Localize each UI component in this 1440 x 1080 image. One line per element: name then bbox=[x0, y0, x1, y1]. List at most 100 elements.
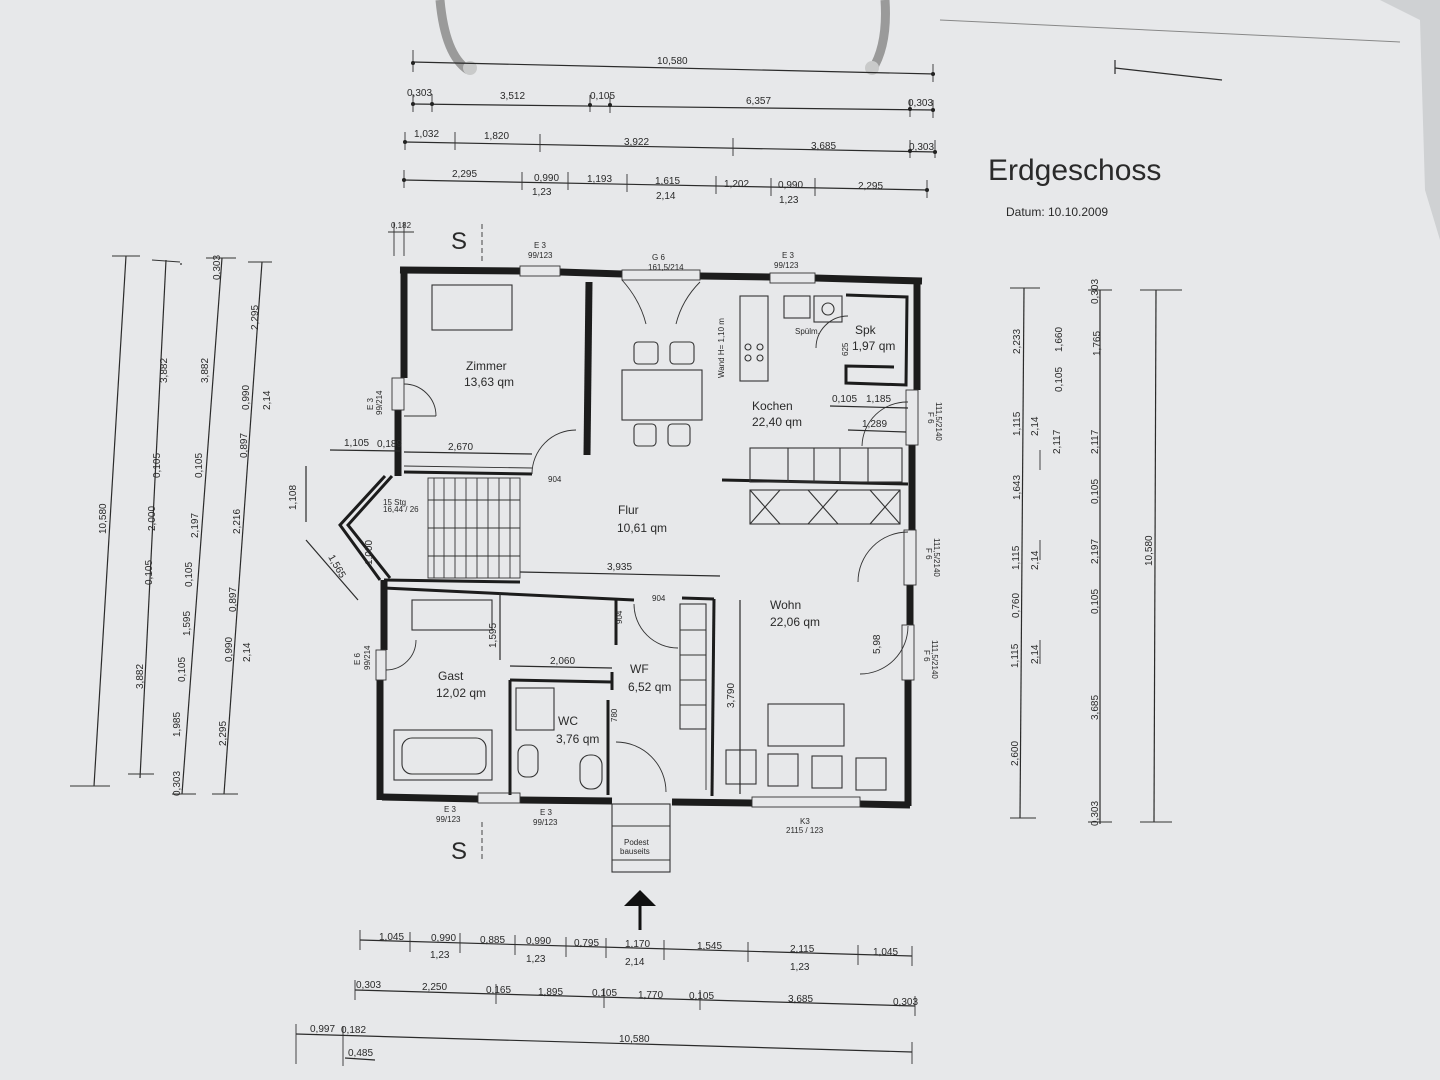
dimension-label: 111,5/2140 bbox=[932, 538, 941, 577]
dimension-label: 2,295 bbox=[250, 305, 261, 330]
punch-hole-right bbox=[865, 61, 879, 75]
door-swings bbox=[385, 279, 909, 793]
dimension-label: 1,770 bbox=[638, 990, 663, 1001]
dimension-label: 0,303 bbox=[1090, 279, 1101, 304]
dim-top-total: 10,580 bbox=[657, 56, 688, 67]
dimension-label: 0,990 bbox=[241, 385, 252, 410]
bed-zimmer bbox=[431, 284, 513, 331]
page-edge-shadow bbox=[1380, 0, 1440, 240]
page-edge-line bbox=[939, 19, 1401, 43]
dimension-label: 1,985 bbox=[172, 712, 183, 737]
dim-top-r4-g: 2,295 bbox=[858, 181, 883, 192]
podest-label: Podest bbox=[624, 838, 650, 847]
dim-top-r2-c: 0,105 bbox=[590, 91, 615, 102]
room-area-flur: 10,61 qm bbox=[617, 521, 667, 535]
dimension-label: 0,105 bbox=[194, 453, 205, 478]
chair bbox=[633, 341, 659, 365]
dimension-label: 3,790 bbox=[726, 683, 737, 708]
dimension-label: 0,105 bbox=[177, 657, 188, 682]
room-name-gast: Gast bbox=[438, 669, 464, 683]
dimension-label: 1,643 bbox=[1012, 475, 1023, 500]
dimension-label: 0,105 bbox=[689, 991, 714, 1002]
dim-top-r4-b: 0,990 bbox=[534, 173, 559, 184]
dimension-label: 1,045 bbox=[873, 947, 898, 958]
dimension-label: 2,233 bbox=[1012, 329, 1023, 354]
dimension-label: 1,545 bbox=[697, 941, 722, 952]
dim-top-r3-e: 0,303 bbox=[909, 142, 934, 153]
dimension-label: 99/214 bbox=[375, 390, 384, 415]
chair bbox=[667, 423, 691, 447]
dim-top-r4-e: 1,202 bbox=[724, 179, 749, 190]
dimension-label: 0,990 bbox=[224, 637, 235, 662]
room-name-spk: Spk bbox=[855, 323, 877, 337]
room-name-wf: WF bbox=[630, 662, 649, 676]
dim-top-r2-b: 3,512 bbox=[500, 91, 525, 102]
dimension-label: K3 bbox=[800, 817, 810, 826]
dimension-label: 0,189 bbox=[377, 439, 402, 450]
stair-ratio: 16,44 / 26 bbox=[383, 505, 419, 514]
opening-codes: E 3 99/123 G 6 161,5/214 E 3 99/123 E 3 … bbox=[353, 241, 943, 835]
dimension-label: 2,060 bbox=[550, 656, 575, 667]
dimension-label: 1,170 bbox=[625, 939, 650, 950]
room-area-wf: 6,52 qm bbox=[628, 680, 671, 694]
dimension-label: 904 bbox=[615, 610, 624, 624]
exterior-walls bbox=[338, 266, 923, 809]
dimension-label: 161,5/214 bbox=[648, 263, 684, 272]
dim-top-r2-a: 0,303 bbox=[407, 88, 432, 99]
dimension-label: 2,216 bbox=[232, 509, 243, 534]
dimension-label: 99/123 bbox=[436, 815, 461, 824]
dimension-label: 625 bbox=[841, 342, 850, 356]
dimension-label: S bbox=[451, 838, 467, 865]
dimension-label: 0,182 bbox=[341, 1025, 366, 1036]
dimension-label: 0,105 bbox=[144, 560, 155, 585]
dimension-label: E 3 bbox=[540, 808, 553, 817]
dimension-label: 2,14 bbox=[242, 642, 253, 662]
dimension-label: 10,580 bbox=[98, 503, 109, 534]
dimension-label: F 6 bbox=[926, 412, 935, 424]
dimension-label: 3,882 bbox=[159, 358, 170, 383]
room-name-zimmer: Zimmer bbox=[466, 359, 507, 373]
room-name-flur: Flur bbox=[618, 503, 639, 517]
dimension-label: 1,108 bbox=[288, 485, 299, 510]
dimension-label: 5,98 bbox=[872, 634, 883, 654]
dimension-label: 2,14 bbox=[1030, 644, 1041, 664]
dimension-label: 904 bbox=[652, 594, 666, 603]
dim-top-r3-d: 3,685 bbox=[811, 141, 836, 152]
dimension-label: 1,185 bbox=[866, 394, 891, 405]
dimension-label: 0,105 bbox=[1054, 367, 1065, 392]
dimension-label: 1,115 bbox=[1010, 643, 1021, 668]
dimension-label: 2,14 bbox=[1030, 550, 1041, 570]
dimension-label: 0,303 bbox=[893, 997, 918, 1008]
dimension-label: 1,660 bbox=[1054, 327, 1065, 352]
kitchen-row bbox=[749, 447, 903, 483]
dimension-label: F 6 bbox=[924, 548, 933, 560]
dimension-label: 2,295 bbox=[218, 721, 229, 746]
shelf bbox=[679, 603, 707, 730]
dimension-label: 0,990 bbox=[526, 936, 551, 947]
inner-dimensions: 1,105 0,189 2,670 1,108 1,565 1,000 3,93… bbox=[288, 394, 909, 794]
dimension-label: 3,935 bbox=[607, 562, 632, 573]
wc-basin bbox=[517, 744, 539, 778]
kitchen-counter bbox=[739, 295, 769, 382]
dimension-label: E 3 bbox=[444, 805, 457, 814]
dimension-label: 99/123 bbox=[533, 818, 558, 827]
dimension-label: 0,303 bbox=[356, 980, 381, 991]
dimension-label: E 3 bbox=[366, 397, 375, 410]
dimension-label: 0,105 bbox=[1090, 479, 1101, 504]
dimension-label: 2115 / 123 bbox=[786, 826, 824, 835]
title-underline bbox=[1114, 67, 1223, 81]
dim-top-r4-d: 1,615 bbox=[655, 176, 680, 187]
entry-arrow-icon bbox=[624, 890, 656, 930]
sofa-table bbox=[767, 703, 845, 747]
dimension-label: F 6 bbox=[922, 650, 931, 662]
dimension-label: 0,897 bbox=[228, 587, 239, 612]
section-marker-bottom: S bbox=[451, 822, 483, 865]
dimension-label: 99/123 bbox=[774, 261, 799, 270]
shower bbox=[515, 687, 555, 731]
plan-date: Datum: 10.10.2009 bbox=[1006, 205, 1108, 219]
dim-top-r4-c: 1,193 bbox=[587, 174, 612, 185]
dimension-label: 1,115 bbox=[1011, 545, 1022, 570]
dimension-label: 1,23 bbox=[430, 950, 450, 961]
